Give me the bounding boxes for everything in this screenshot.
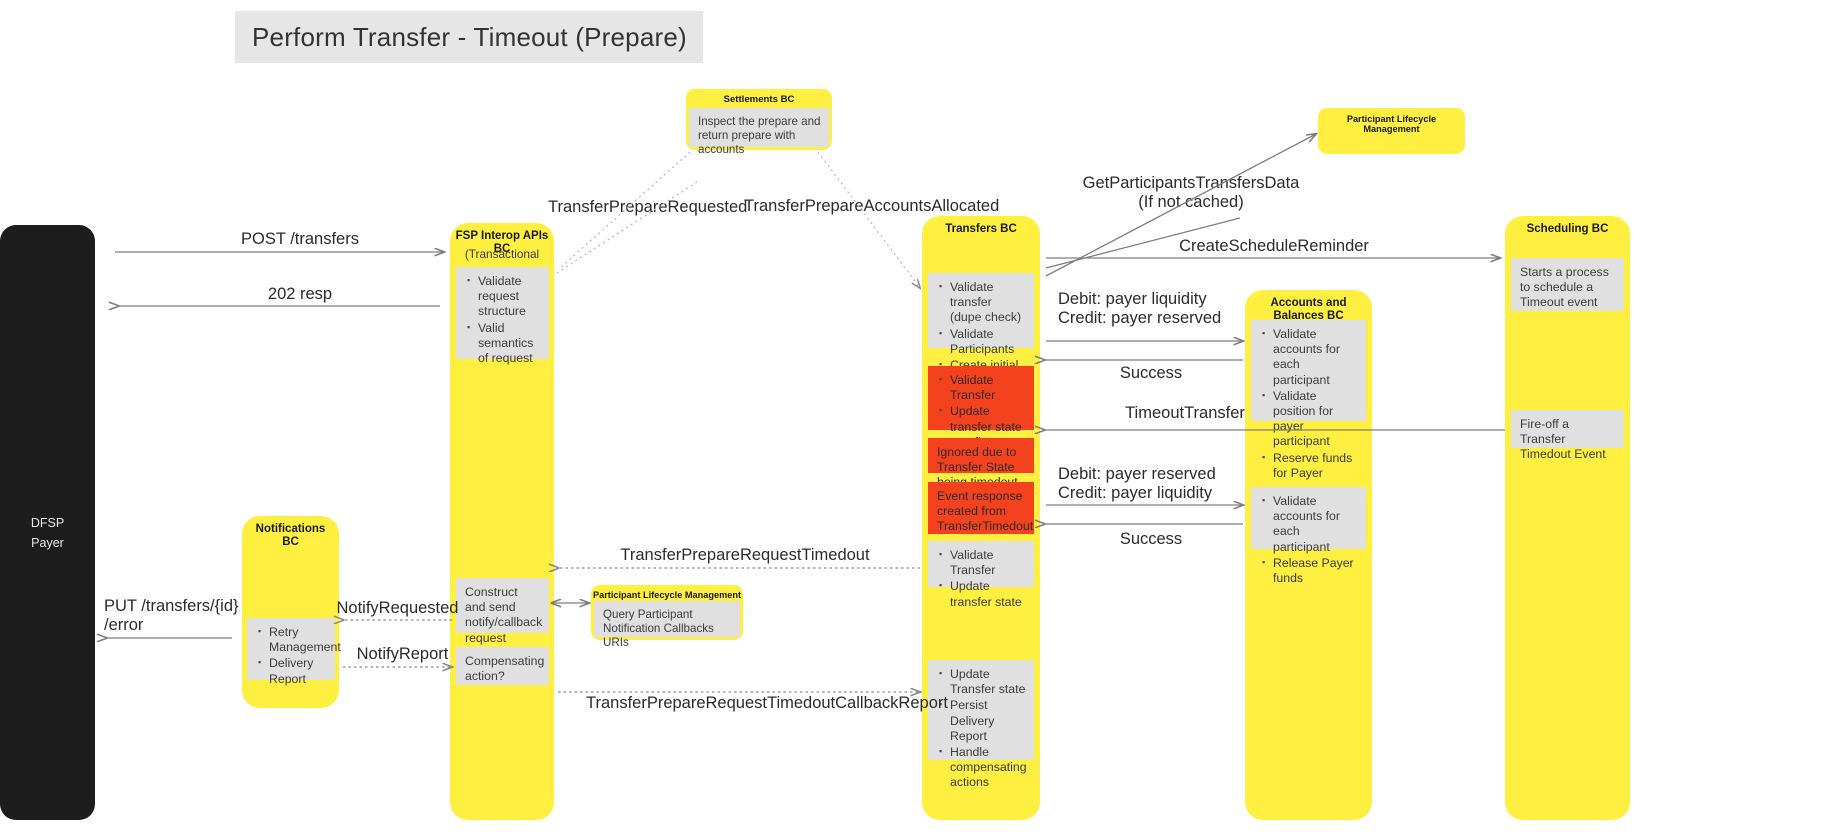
list-item: Validate accounts for each participant [1262, 326, 1358, 388]
message-debit-credit-reserve: Debit: payer liquidity Credit: payer res… [1058, 290, 1222, 327]
list-item: Validate transfer (dupe check) [939, 279, 1026, 326]
scheduling-bc-title: Scheduling BC [1526, 223, 1609, 235]
message-transfer-prepare-accounts-allocated: TransferPrepareAccountsAllocated [744, 197, 1000, 215]
activity-settlements-inspect: Inspect the prepare and return prepare w… [689, 108, 829, 156]
activity-transfers-ignored: Ignored due to Transfer State being time… [928, 438, 1034, 489]
message-success-1: Success [1119, 364, 1183, 382]
list-item: Update transfer state [939, 578, 1026, 609]
activity-transfers-event-response: Event response created from TransferTime… [928, 482, 1034, 534]
card-participant-lifecycle-management-top[interactable]: Participant Lifecycle Management [1318, 108, 1465, 154]
message-debit-credit-release: Debit: payer reserved Credit: payer liqu… [1058, 465, 1216, 502]
message-transfer-prepare-requested: TransferPrepareRequested [548, 198, 748, 216]
list-item: Delivery Report [258, 655, 327, 686]
activity-plm-query-callbacks: Query Participant Notification Callbacks… [594, 601, 740, 649]
message-post-transfers: POST /transfers [241, 230, 359, 248]
activity-transfers-timeout-update: Validate Transfer Update transfer state … [928, 366, 1034, 464]
list-item: Handle compensating actions [939, 744, 1027, 791]
activity-ab-release: Validate accounts for each participant R… [1251, 487, 1366, 585]
activity-text: Fire-off a Transfer Timedout Event [1520, 417, 1606, 462]
activity-fsp-compensating: Compensating action? [456, 647, 549, 685]
fsp-interop-bc-title: FSP Interop APIs BC [455, 230, 549, 255]
activity-text: Compensating action? [465, 654, 545, 684]
list-item: Validate request structure [467, 273, 541, 320]
activity-fsp-construct-notify: Construct and send notify/callback reque… [456, 578, 549, 645]
activity-transfers-update-3: Update Transfer state Persist Delivery R… [928, 660, 1034, 789]
actor-lane-scheduling-bc[interactable]: Scheduling BC [1505, 216, 1630, 820]
transfers-bc-title: Transfers BC [945, 223, 1017, 235]
actor-lane-dfsp-payer[interactable]: DFSP Payer [0, 225, 95, 820]
activity-text: Inspect the prepare and return prepare w… [698, 115, 821, 156]
message-success-2: Success [1119, 530, 1183, 548]
list-item: Validate position for payer participant [1262, 388, 1358, 450]
activity-fsp-validate: Validate request structure Valid semanti… [456, 267, 549, 365]
settlements-bc-title: Settlements BC [723, 94, 795, 105]
list-item: Reserve funds for Payer [1262, 450, 1358, 481]
list-item: Retry Management [258, 624, 341, 655]
activity-transfers-validate-2: Validate Transfer Update transfer state [928, 541, 1034, 609]
list-item: Valid semantics of request [467, 320, 541, 367]
dfsp-label-line1: DFSP [30, 516, 65, 530]
list-item: Update Transfer state [939, 666, 1026, 697]
activity-text: Event response created from TransferTime… [937, 489, 1034, 534]
page-title: Perform Transfer - Timeout (Prepare) [235, 11, 703, 63]
accounts-balances-bc-title: Accounts and Balances BC [1270, 297, 1347, 322]
message-transfer-prepare-request-timedout: TransferPrepareRequestTimedout [620, 546, 870, 564]
message-get-participants-transfers-data: GetParticipantsTransfersData (If not cac… [1082, 174, 1300, 211]
message-timeout-transfer: TimeoutTransfer [1125, 404, 1245, 422]
dfsp-label-line2: Payer [31, 536, 64, 550]
message-202-resp: 202 resp [267, 285, 333, 303]
message-notify-requested: NotifyRequested [336, 599, 459, 617]
activity-transfers-validate: Validate transfer (dupe check) Validate … [928, 273, 1034, 387]
activity-text: Query Participant Notification Callbacks… [603, 608, 714, 649]
message-transfer-prepare-request-timedout-callback-report: TransferPrepareRequestTimedoutCallbackRe… [586, 694, 948, 712]
list-item: Validate Participants [939, 326, 1026, 357]
list-item: Validate accounts for each participant [1262, 493, 1358, 555]
activity-text: Construct and send notify/callback reque… [465, 585, 543, 645]
list-item: Validate Transfer [939, 547, 1026, 578]
plm-top-title: Participant Lifecycle Management [1346, 114, 1437, 134]
notifications-bc-title: Notifications BC [255, 523, 326, 548]
message-create-schedule-reminder: CreateScheduleReminder [1179, 237, 1369, 255]
activity-scheduling-start: Starts a process to schedule a Timeout e… [1511, 258, 1624, 311]
message-put-transfers-error: PUT /transfers/{id} /error [104, 597, 239, 634]
list-item: Persist Delivery Report [939, 697, 1026, 744]
message-notify-report: NotifyReport [356, 645, 449, 663]
activity-scheduling-fire: Fire-off a Transfer Timedout Event [1511, 410, 1624, 461]
plm-mid-title: Participant Lifecycle Management [592, 590, 742, 600]
activity-notifications-items: Retry Management Delivery Report [247, 618, 341, 686]
activity-text: Starts a process to schedule a Timeout e… [1520, 265, 1609, 310]
list-item: Validate Transfer [939, 372, 1026, 403]
activity-ab-reserve: Validate accounts for each participant V… [1251, 320, 1366, 480]
list-item: Release Payer funds [1262, 555, 1358, 586]
